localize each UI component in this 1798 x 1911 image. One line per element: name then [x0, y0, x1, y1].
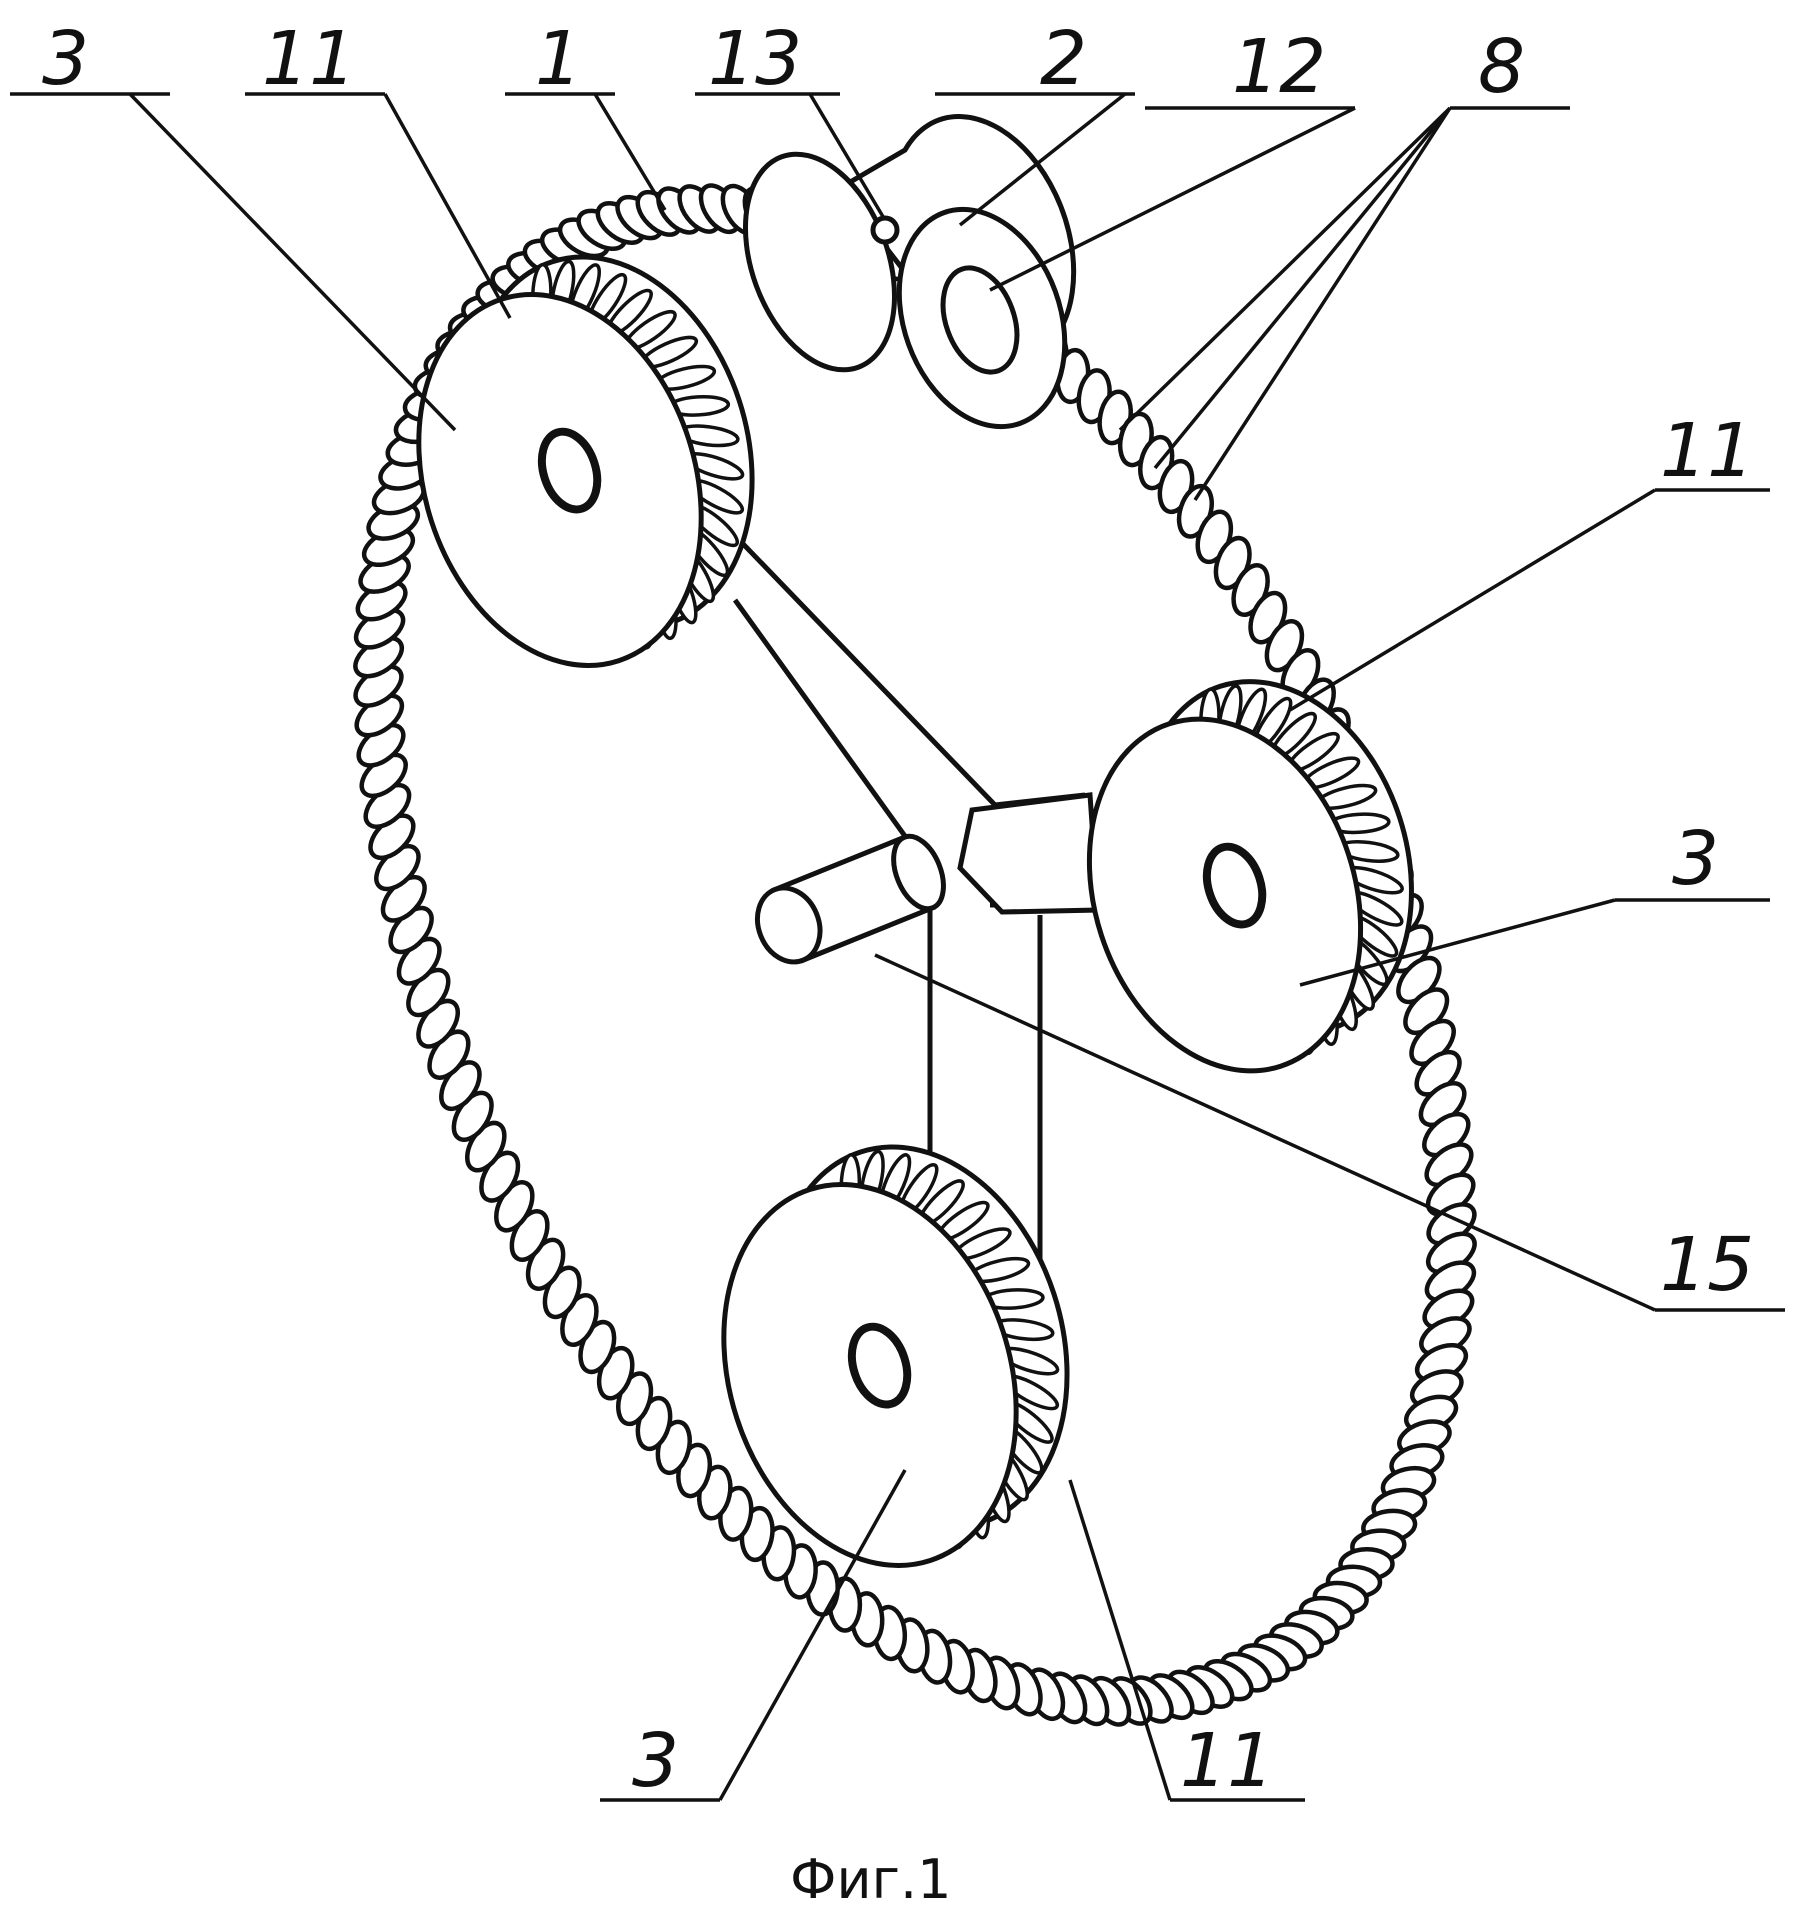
callout-8: 8: [1478, 24, 1525, 110]
callout-1: 1: [535, 16, 582, 102]
callout-15: 15: [1660, 1222, 1754, 1308]
callout-13: 13: [708, 16, 802, 102]
callout-11-right: 11: [1660, 408, 1754, 494]
callout-11-top-left: 11: [262, 16, 356, 102]
figure-caption: Фиг.1: [790, 1848, 951, 1911]
pulley-top-left: [416, 254, 755, 668]
callout-3-top-left: 3: [42, 16, 89, 102]
pulley-bottom: [721, 1144, 1070, 1568]
hub-shaft: [754, 792, 1101, 965]
callout-11-bottom: 11: [1180, 1718, 1274, 1804]
coupling-hole: [870, 215, 900, 245]
callout-12: 12: [1232, 24, 1326, 110]
pulleys: [416, 254, 1414, 1568]
callout-3-right: 3: [1672, 816, 1719, 902]
callout-3-bottom: 3: [632, 1718, 679, 1804]
callout-2: 2: [1040, 16, 1087, 102]
coupling-bore: [940, 265, 1020, 375]
leader-lines: [10, 92, 1785, 1802]
coupling-sleeve: [742, 114, 1077, 430]
callout-labels: 3 11 1 13 2 12 8 11 3 15 3 11: [42, 16, 1754, 1804]
pulley-right: [1086, 679, 1414, 1074]
